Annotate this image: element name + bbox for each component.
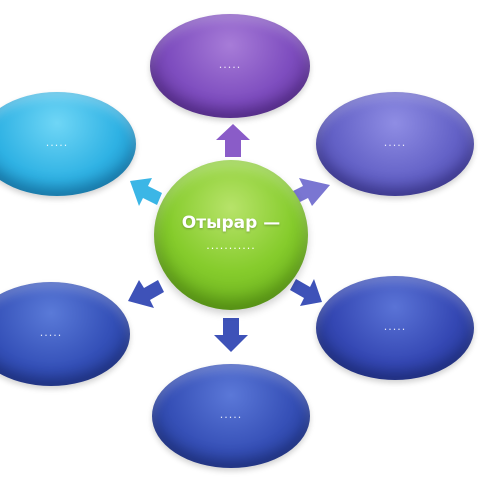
node-bottom-label: ..... (219, 407, 243, 421)
node-upper-left-label: ..... (45, 135, 69, 149)
center-subtitle: ........... (206, 238, 256, 252)
arrow-down-icon (214, 318, 248, 352)
arrow-lower-right-icon (290, 279, 322, 306)
arrow-up-icon (216, 124, 250, 157)
arrow-lower-left-icon (128, 280, 164, 308)
node-bottom: ..... (152, 364, 310, 468)
node-upper-left: ..... (0, 92, 136, 196)
center-node: Отырар — ........... (154, 160, 308, 310)
node-lower-left-label: ..... (39, 325, 63, 339)
node-lower-right: ..... (316, 276, 474, 380)
arrow-upper-right-icon (289, 178, 330, 206)
node-lower-left: ..... (0, 282, 130, 386)
center-title: Отырар — (181, 212, 281, 233)
arrow-upper-left-icon (130, 178, 162, 206)
node-upper-right-label: ..... (383, 135, 407, 149)
node-top: ..... (150, 14, 310, 118)
node-lower-right-label: ..... (383, 319, 407, 333)
node-top-label: ..... (218, 57, 242, 71)
node-upper-right: ..... (316, 92, 474, 196)
